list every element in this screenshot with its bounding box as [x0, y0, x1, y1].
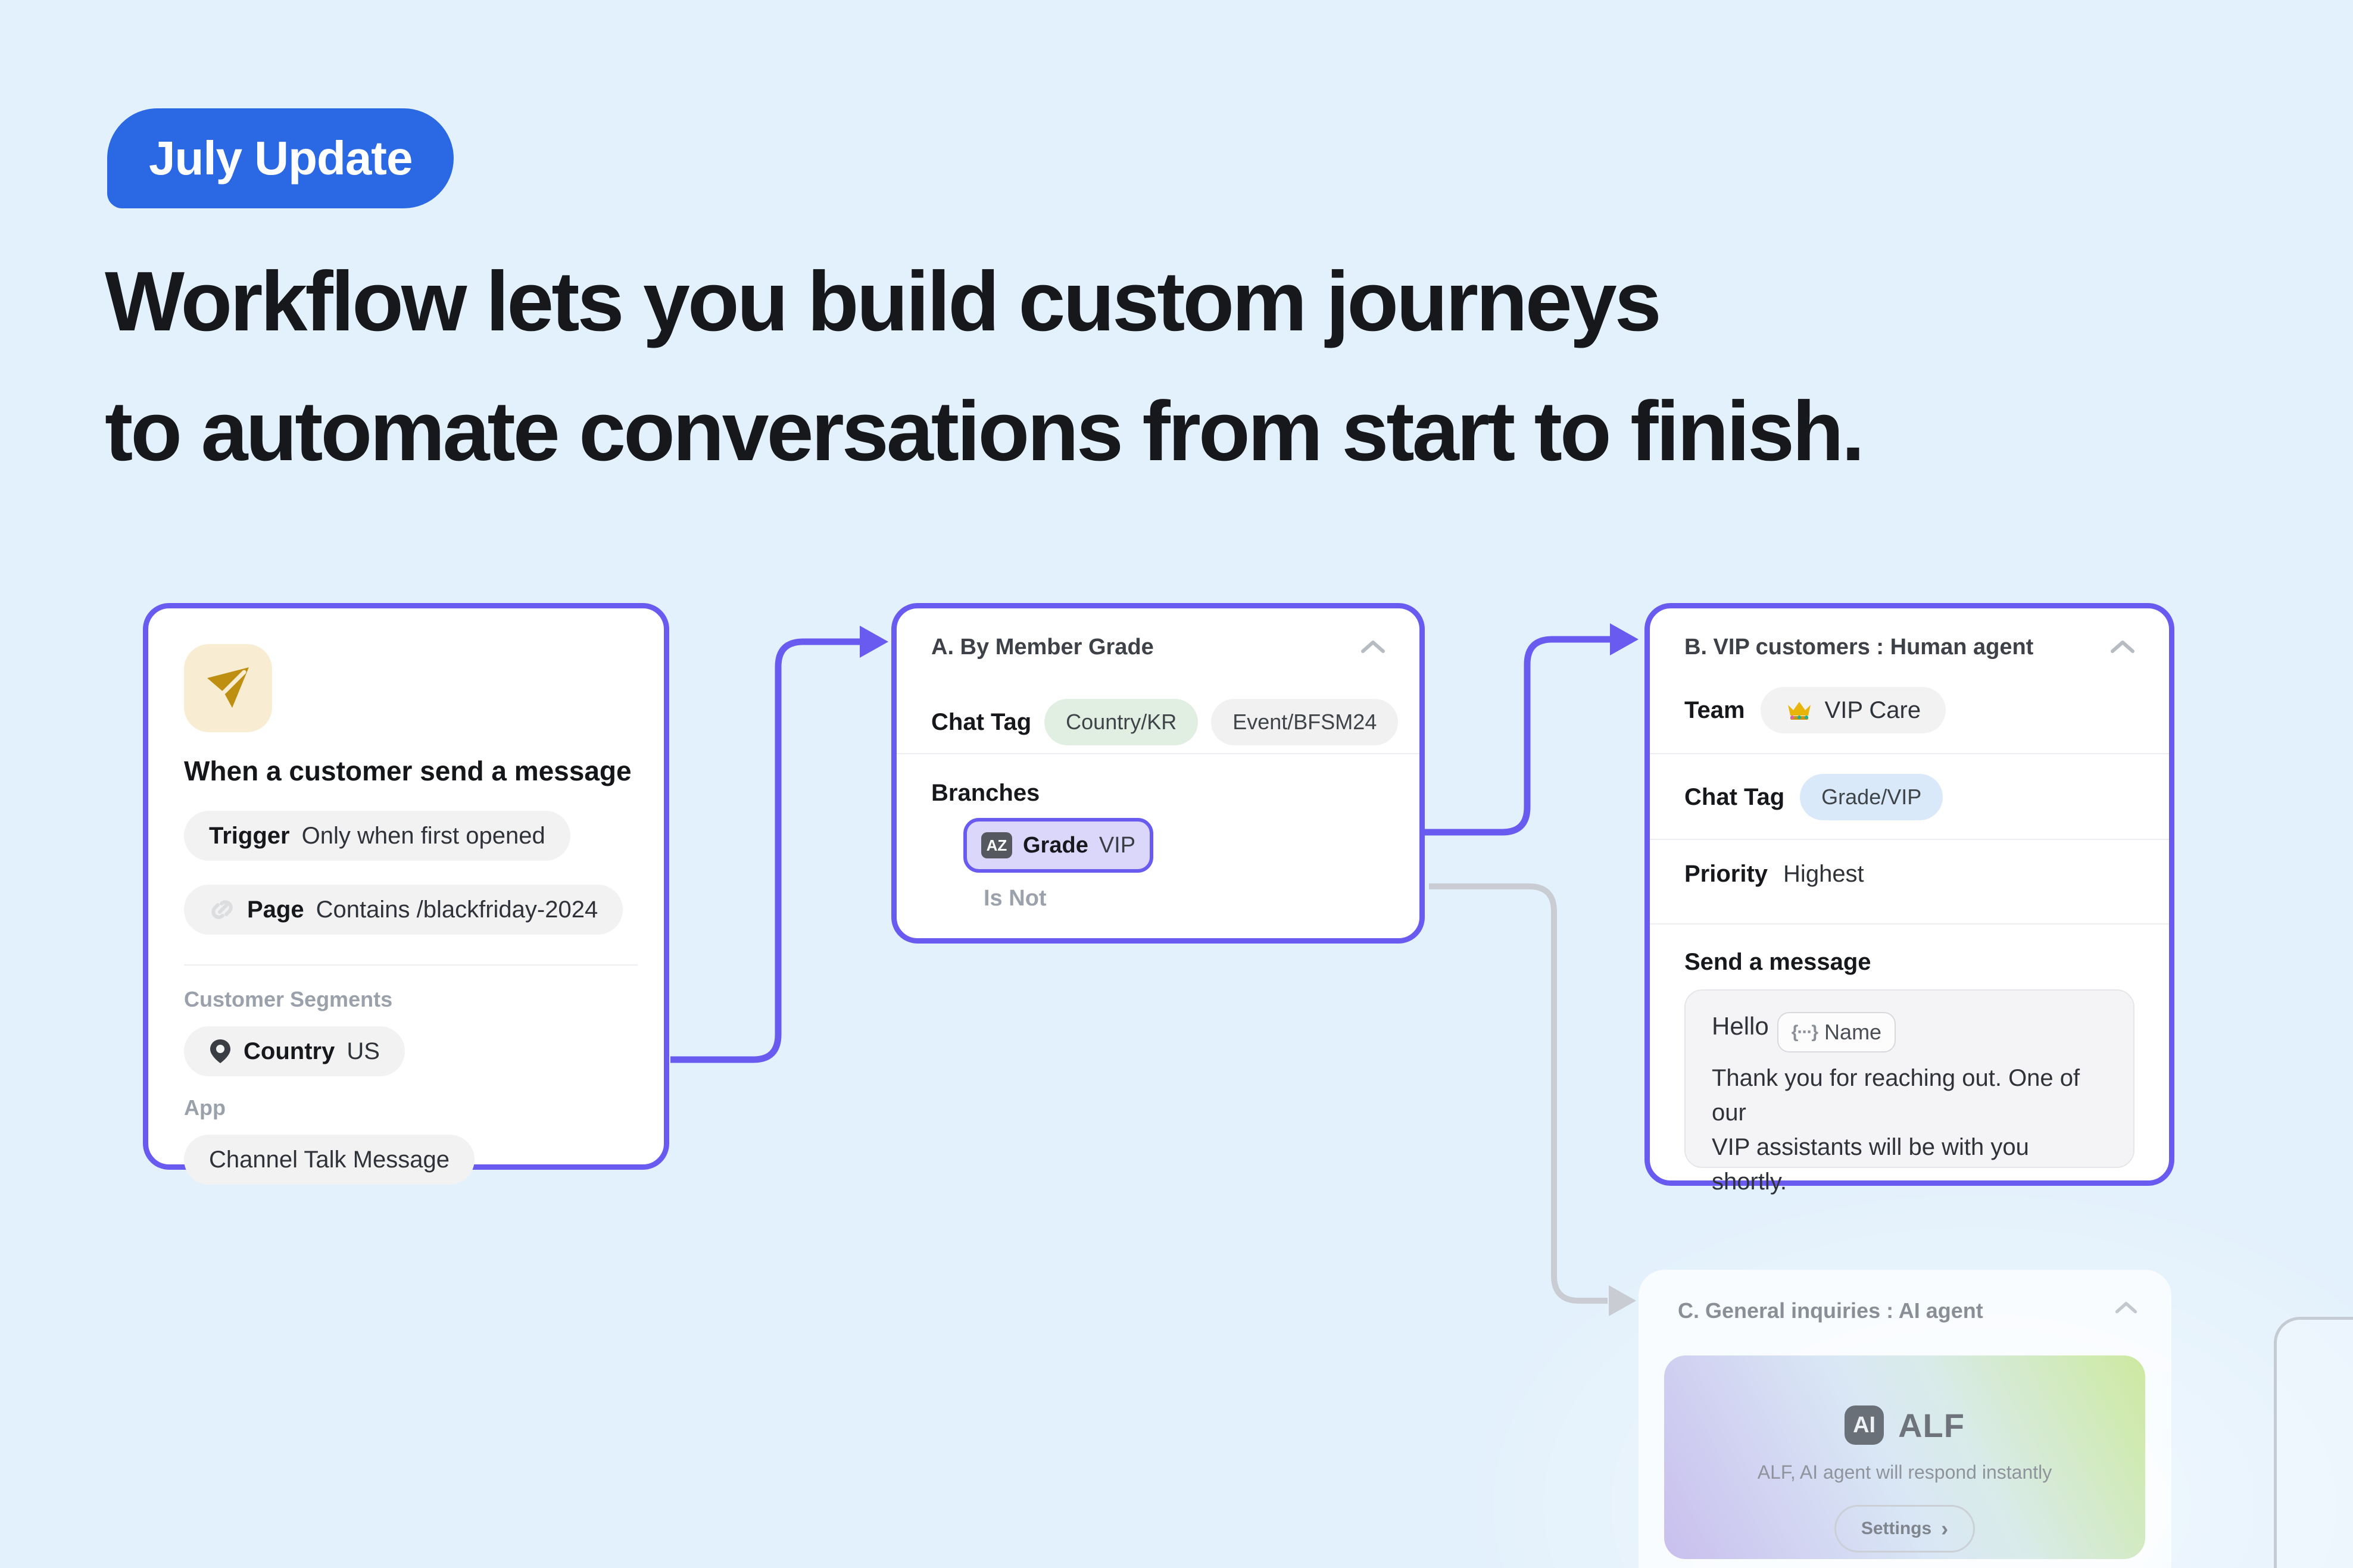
- name-token-label: Name: [1824, 1020, 1882, 1044]
- trigger-condition-pill[interactable]: Trigger Only when first opened: [184, 811, 570, 861]
- team-value: VIP Care: [1824, 696, 1921, 723]
- message-line1: Thank you for reaching out. One of our: [1712, 1065, 2080, 1126]
- isnot-branch-label[interactable]: Is Not: [984, 886, 1047, 911]
- country-label: Country: [244, 1038, 335, 1064]
- connector-isnot-to-c: [1429, 883, 1608, 1304]
- message-hello-text: Hello: [1712, 1012, 1769, 1041]
- arrowhead-b: [1610, 623, 1639, 655]
- location-pin-icon: [210, 1039, 230, 1063]
- page-label: Page: [247, 896, 304, 923]
- collapse-chevron-icon[interactable]: [2109, 639, 2136, 658]
- ai-badge-icon: AI: [1845, 1405, 1884, 1445]
- segments-label: Customer Segments: [184, 987, 393, 1011]
- grade-value: VIP: [1099, 832, 1136, 858]
- branches-label: Branches: [931, 780, 1040, 806]
- app-label: App: [184, 1095, 226, 1120]
- divider: [1650, 923, 2169, 924]
- page-value: Contains /blackfriday-2024: [316, 896, 598, 923]
- page-title-line2: to automate conversations from start to …: [105, 384, 1865, 479]
- page-title-line1: Workflow lets you build custom journeys: [105, 254, 1662, 349]
- crown-icon: [1787, 702, 1811, 720]
- app-pill[interactable]: Channel Talk Message: [184, 1135, 475, 1185]
- page-title: Workflow lets you build custom journeys …: [105, 237, 1865, 496]
- settings-button[interactable]: Settings ›: [1834, 1505, 1976, 1553]
- collapse-chevron-icon[interactable]: [2114, 1301, 2138, 1318]
- trigger-label: Trigger: [209, 822, 290, 849]
- page-condition-pill[interactable]: Page Contains /blackfriday-2024: [184, 885, 623, 935]
- country-value: US: [347, 1038, 380, 1064]
- offscreen-node-card: [2274, 1317, 2353, 1568]
- connector-trigger-to-a: [670, 638, 861, 1063]
- trigger-node-card[interactable]: When a customer send a message Trigger O…: [143, 603, 669, 1185]
- ai-node-card[interactable]: C. General inquiries : AI agent AI ALF A…: [1639, 1270, 2171, 1568]
- ai-card-title: C. General inquiries : AI agent: [1678, 1298, 1983, 1323]
- divider: [1650, 753, 2169, 754]
- team-label: Team: [1684, 696, 1745, 723]
- collapse-chevron-icon[interactable]: [1360, 639, 1386, 658]
- trigger-value: Only when first opened: [301, 822, 545, 849]
- arrowhead-c: [1609, 1285, 1636, 1316]
- paper-plane-icon: [207, 667, 249, 708]
- ai-agent-name: ALF: [1898, 1406, 1965, 1444]
- country-segment-pill[interactable]: Country US: [184, 1026, 405, 1076]
- send-message-label: Send a message: [1684, 949, 1871, 975]
- vip-node-card[interactable]: B. VIP customers : Human agent Team VIP …: [1644, 603, 2174, 1195]
- chevron-right-icon: ›: [1941, 1516, 1949, 1541]
- branch-node-card[interactable]: A. By Member Grade Chat Tag Country/KR E…: [891, 603, 1425, 944]
- divider: [184, 964, 638, 966]
- message-editor[interactable]: Hello {···} Name Thank you for reaching ou…: [1684, 989, 2134, 1195]
- chat-tag-event-bfsm24[interactable]: Event/BFSM24: [1211, 699, 1399, 745]
- ai-agent-subtitle: ALF, AI agent will respond instantly: [1757, 1461, 2052, 1483]
- divider: [1650, 839, 2169, 840]
- paper-plane-tile: [184, 644, 272, 732]
- ai-agent-panel: AI ALF ALF, AI agent will respond instan…: [1664, 1355, 2145, 1559]
- chat-tag-label: Chat Tag: [1684, 783, 1785, 810]
- link-icon: [211, 900, 233, 919]
- message-line2: VIP assistants will be with you shortly.: [1712, 1134, 2029, 1195]
- name-variable-token[interactable]: {···} Name: [1777, 1012, 1896, 1052]
- team-pill[interactable]: VIP Care: [1760, 687, 1946, 733]
- az-badge-icon: AZ: [981, 832, 1012, 858]
- arrowhead-a: [860, 626, 888, 658]
- priority-value: Highest: [1783, 861, 1864, 887]
- divider: [897, 753, 1419, 754]
- priority-label: Priority: [1684, 861, 1768, 887]
- grade-label: Grade: [1023, 832, 1088, 858]
- app-value: Channel Talk Message: [209, 1146, 450, 1173]
- chat-tag-grade-vip[interactable]: Grade/VIP: [1800, 774, 1943, 820]
- vip-card-title: B. VIP customers : Human agent: [1684, 635, 2034, 660]
- settings-label: Settings: [1861, 1519, 1932, 1538]
- chat-tag-country-kr[interactable]: Country/KR: [1044, 699, 1199, 745]
- chat-tag-label: Chat Tag: [931, 708, 1032, 735]
- update-badge: July Update: [107, 108, 454, 208]
- grade-branch-pill[interactable]: AZ Grade VIP: [963, 818, 1154, 873]
- trigger-card-title: When a customer send a message: [184, 755, 632, 786]
- variable-icon: {···}: [1791, 1022, 1818, 1042]
- branch-card-title: A. By Member Grade: [931, 635, 1154, 660]
